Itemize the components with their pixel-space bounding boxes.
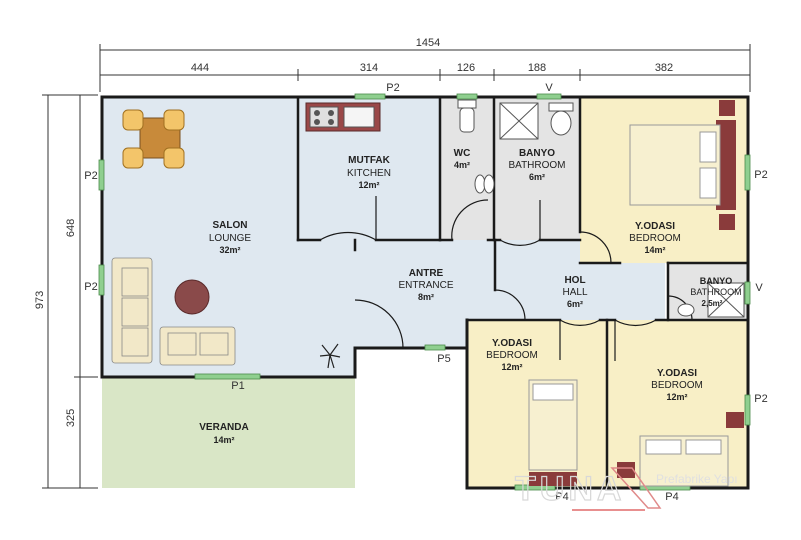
sofa-icon: [111, 257, 236, 366]
dim-seg-2: 314: [360, 62, 378, 74]
hol-name: HOL: [564, 275, 585, 286]
marker-p1: P1: [231, 380, 244, 392]
windows: [98, 93, 751, 491]
veranda-area: 14m²: [213, 435, 234, 445]
marker-p2-lounge-top: P2: [84, 170, 97, 182]
veranda-name: VERANDA: [199, 422, 248, 433]
bedroom3-area: 12m²: [666, 392, 687, 402]
watermark-logo-text: TUNA: [515, 470, 625, 508]
dining-set-icon: [122, 109, 185, 169]
marker-p2-kitchen: P2: [386, 82, 399, 94]
salon-name: SALON: [213, 220, 248, 231]
banyo-sub: BATHROOM: [508, 160, 565, 171]
banyo2-name: BANYO: [700, 276, 733, 286]
banyo-area: 6m²: [529, 172, 545, 182]
marker-p4-bedroom3: P4: [665, 491, 678, 503]
mutfak-sub: KITCHEN: [347, 168, 391, 179]
watermark-logo: TUNA Prefabrike Yapı: [514, 467, 738, 511]
bedroom2-sub: BEDROOM: [486, 350, 538, 361]
dim-seg-3: 126: [457, 62, 475, 74]
room-labels: SALON LOUNGE 32m² MUTFAK KITCHEN 12m² WC…: [199, 148, 741, 445]
hol-sub: HALL: [562, 287, 587, 298]
veranda-fill: [102, 377, 355, 488]
bedroom2-area: 12m²: [501, 362, 522, 372]
shower-icon: [499, 102, 539, 140]
double-bed-icon-1: [629, 100, 736, 230]
single-bed-icon: [528, 379, 578, 486]
bedroom3-name: Y.ODASI: [657, 368, 697, 379]
salon-area: 32m²: [219, 245, 240, 255]
bedroom2-name: Y.ODASI: [492, 338, 532, 349]
bath-toilet-icon: [548, 102, 574, 136]
banyo-name: BANYO: [519, 148, 555, 159]
dim-height-lower: 325: [65, 409, 77, 427]
bedroom1-name: Y.ODASI: [635, 221, 675, 232]
banyo2-area: 2,5m²: [702, 299, 723, 308]
antre-area: 8m²: [418, 292, 434, 302]
marker-v-bath: V: [545, 82, 553, 94]
markers: P2 V P2 P2 P2 V P2 P1 P5 P4 P4: [84, 82, 767, 503]
dim-seg-1: 444: [191, 62, 209, 74]
round-table-icon: [174, 279, 210, 315]
marker-p2-lounge-bottom: P2: [84, 281, 97, 293]
double-bed-icon-2: [617, 412, 744, 487]
sink-icon: [474, 174, 495, 194]
wc-area: 4m²: [454, 160, 470, 170]
marker-p5: P5: [437, 353, 450, 365]
mutfak-area: 12m²: [358, 180, 379, 190]
doors: [319, 196, 693, 361]
marker-p2-bedroom1: P2: [754, 169, 767, 181]
marker-v-bath2: V: [755, 282, 763, 294]
marker-p2-bedroom3: P2: [754, 393, 767, 405]
hol-area: 6m²: [567, 299, 583, 309]
bedroom1-sub: BEDROOM: [629, 233, 681, 244]
kitchen-counter-icon: [305, 102, 381, 132]
mutfak-name: MUTFAK: [348, 155, 390, 166]
bedroom3-sub: BEDROOM: [651, 380, 703, 391]
watermark-tagline: Prefabrike Yapı: [656, 472, 738, 486]
wc-name: WC: [454, 148, 471, 159]
antre-name: ANTRE: [409, 268, 444, 279]
banyo2-sub: BATHROOM: [690, 287, 741, 297]
plant-icon: [319, 343, 341, 369]
bedroom1-area: 14m²: [644, 245, 665, 255]
dim-total: 1454: [416, 37, 440, 49]
dim-seg-5: 382: [655, 62, 673, 74]
entrance-bottom-wall: [353, 318, 469, 379]
marker-p4-bedroom2: P4: [555, 491, 568, 503]
dim-height-total: 973: [34, 291, 46, 309]
dimension-lines: [42, 44, 751, 489]
dim-seg-4: 188: [528, 62, 546, 74]
shower-icon-2: [677, 282, 745, 318]
salon-sub: LOUNGE: [209, 233, 252, 244]
antre-sub: ENTRANCE: [398, 280, 453, 291]
toilet-icon: [457, 99, 477, 133]
dim-height-upper: 648: [65, 219, 77, 237]
